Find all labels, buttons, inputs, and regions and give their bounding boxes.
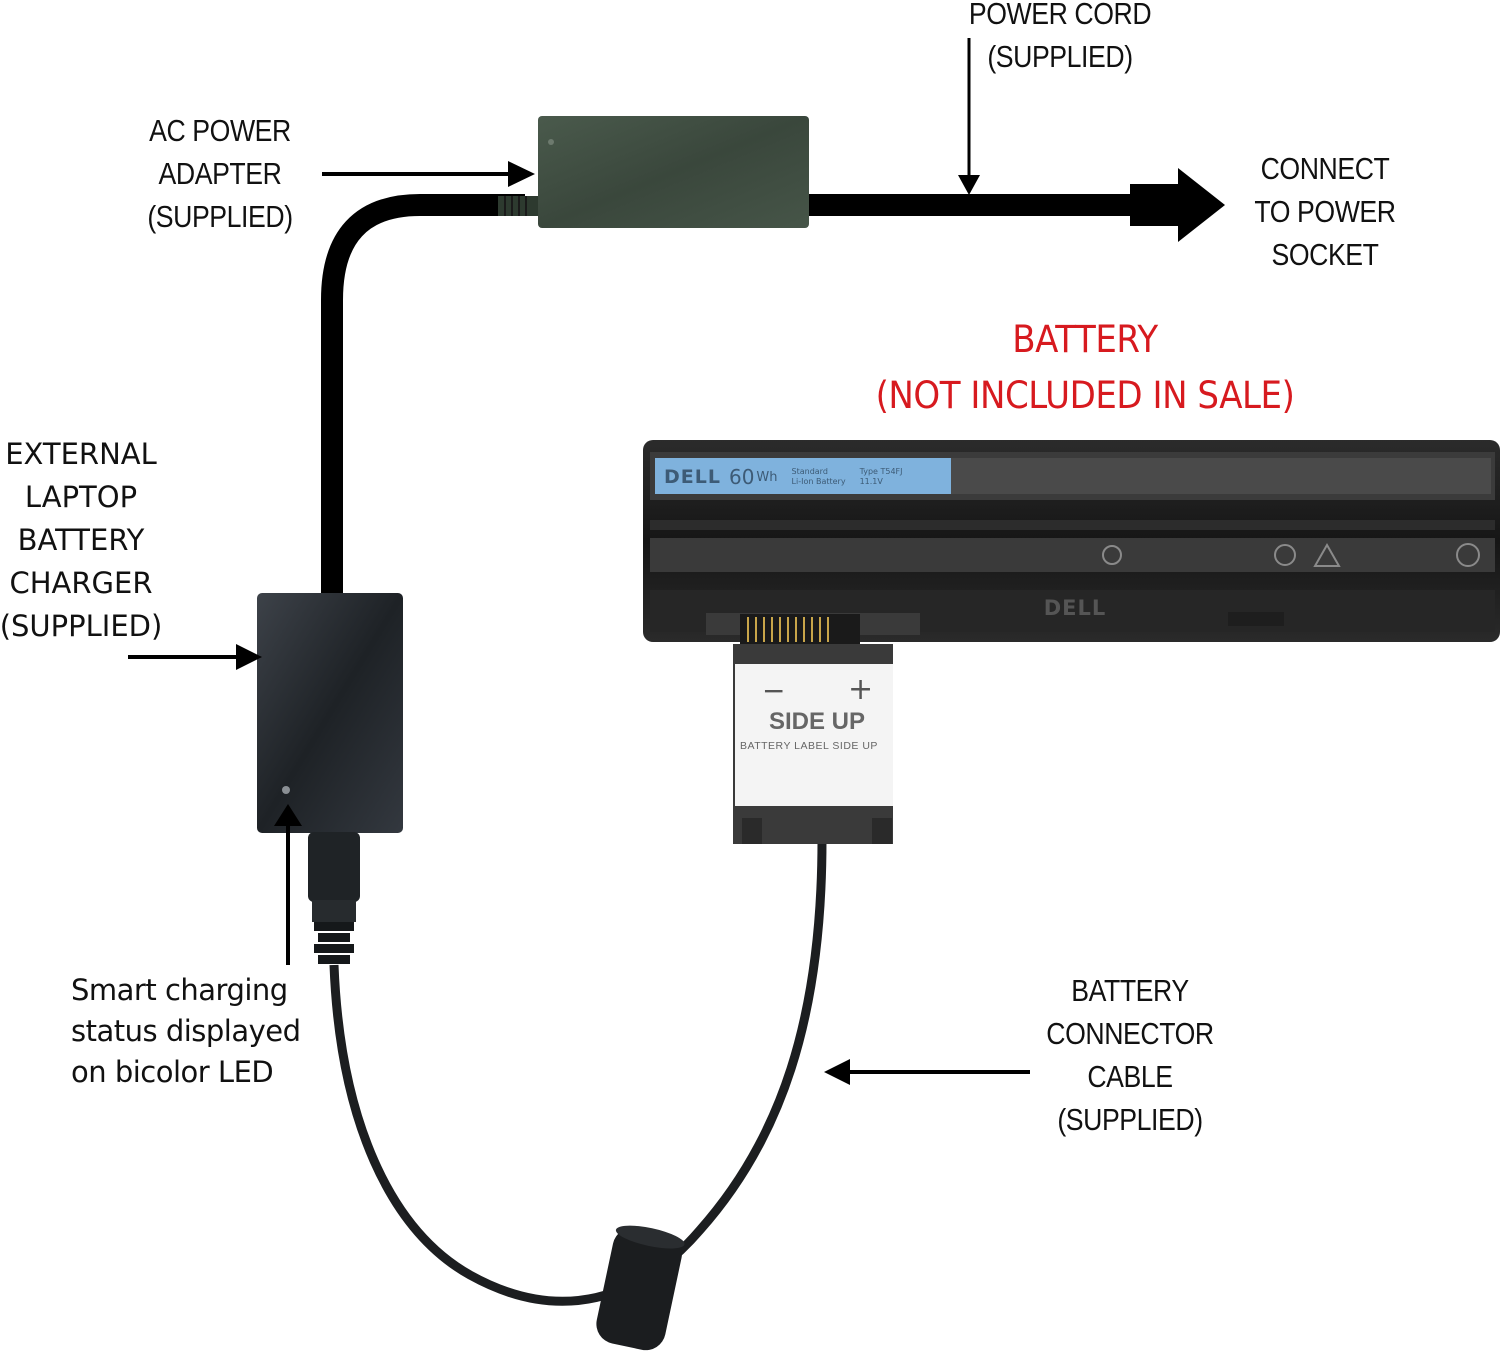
ferrite-bead: [596, 1225, 685, 1351]
connector-sub-label: BATTERY LABEL SIDE UP: [740, 740, 878, 752]
battery-type-line2: 11.1V: [859, 477, 883, 486]
bicolor-led: [282, 786, 290, 794]
led-arrow-icon: [274, 804, 302, 826]
ac-adapter-arrow-icon: [508, 161, 535, 187]
led-status-label: Smart charging status displayed on bicol…: [71, 973, 301, 1089]
dc-plug: [308, 832, 360, 902]
external-charger-box: [257, 593, 403, 833]
battery-brand: DELL: [664, 466, 721, 488]
ac-adapter-box: [538, 116, 809, 228]
battery-heading: BATTERY (NOT INCLUDED IN SALE): [875, 318, 1295, 417]
battery-capacity-unit: Wh: [756, 469, 778, 485]
power-cord-arrow-icon: [958, 175, 980, 195]
connector-cable-label: BATTERY CONNECTOR CABLE (SUPPLIED): [1046, 973, 1214, 1137]
connector-side-up: SIDE UP: [768, 708, 866, 735]
battery-label-blue: [655, 458, 951, 494]
laptop-battery: [643, 440, 1500, 644]
power-cord: [809, 194, 1139, 216]
battery-spec-line1: Standard: [791, 467, 828, 476]
cable-arrow-icon: [824, 1059, 850, 1085]
ac-adapter-label: AC POWER ADAPTER (SUPPLIED): [147, 113, 293, 234]
battery-label-text: DELL 60 Wh Standard Li-Ion Battery Type …: [664, 462, 954, 492]
battery-bottom-brand: DELL: [1043, 596, 1107, 620]
adapter-to-charger-cable: [321, 194, 525, 595]
connector-label: [735, 664, 893, 806]
connector-plus: +: [848, 672, 874, 707]
battery-spec-line2: Li-Ion Battery: [791, 477, 846, 486]
connector-minus: −: [762, 674, 786, 707]
battery-connector-cable: [329, 839, 827, 1306]
charger-arrow-icon: [236, 644, 262, 670]
external-charger-label: EXTERNAL LAPTOP BATTERY CHARGER (SUPPLIE…: [0, 437, 163, 643]
power-socket-label: CONNECT TO POWER SOCKET: [1254, 151, 1396, 272]
battery-type-line1: Type T54FJ: [859, 467, 903, 476]
power-cord-label: POWER CORD (SUPPLIED): [968, 0, 1152, 74]
battery-capacity: 60: [728, 465, 755, 489]
socket-arrow-icon: [1178, 168, 1225, 242]
